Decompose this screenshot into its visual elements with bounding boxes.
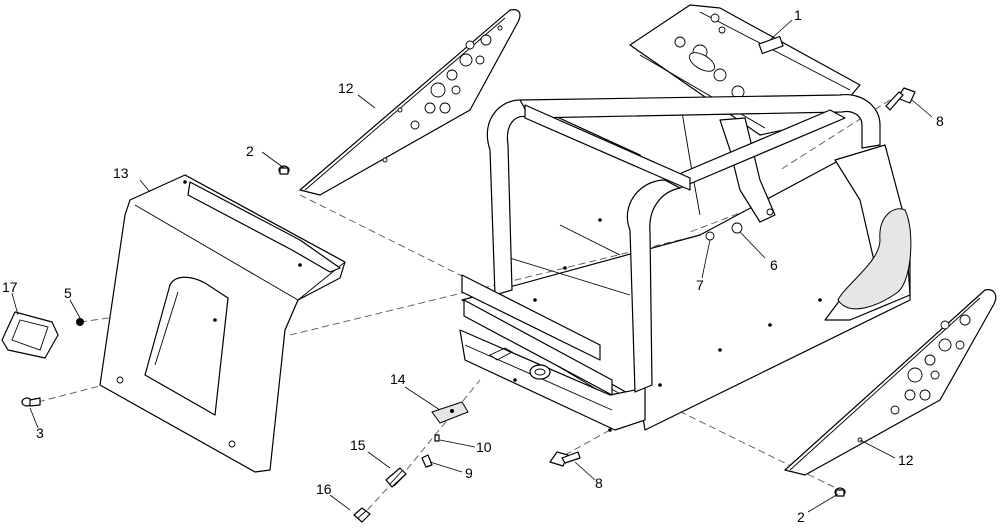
callout-5: 5: [64, 285, 72, 301]
callout-7: 7: [696, 277, 704, 293]
callout-6: 6: [770, 257, 778, 273]
callouts: 1 2 2 3 5 6 7 8 8 9 10 12 12 13 14 15 16…: [2, 7, 944, 525]
callout-12-lower: 12: [898, 452, 914, 468]
lower-side-plate: [784, 289, 997, 476]
callout-3: 3: [36, 425, 44, 441]
callout-8-lower: 8: [595, 475, 603, 491]
bolt-8-upper: [885, 87, 916, 111]
bolt-2-upper: [278, 165, 290, 175]
main-frame: [459, 4, 912, 432]
washer-7: [705, 231, 715, 241]
upper-side-plate: [299, 9, 521, 196]
callout-15: 15: [350, 437, 366, 453]
callout-2-upper: 2: [246, 143, 254, 159]
fitting-15: [385, 467, 407, 488]
callout-1: 1: [794, 7, 802, 23]
pin-10: [434, 434, 440, 442]
handle-cover: [1, 311, 59, 359]
screw-9: [421, 454, 433, 468]
bolt-3: [21, 397, 41, 407]
callout-13: 13: [113, 165, 129, 181]
nut-5: [76, 318, 84, 326]
bolt-8-lower: [549, 451, 581, 467]
callout-14: 14: [390, 371, 406, 387]
callout-16: 16: [316, 481, 332, 497]
callout-8-upper: 8: [936, 113, 944, 129]
nut-6: [731, 222, 743, 234]
callout-2-lower: 2: [797, 509, 805, 525]
callout-9: 9: [465, 465, 473, 481]
fitting-16: [353, 507, 371, 523]
latch-14: [431, 401, 469, 424]
callout-10: 10: [476, 439, 492, 455]
front-hood: [99, 174, 346, 473]
leader-lines: [11, 19, 933, 513]
callout-12-upper: 12: [338, 80, 354, 96]
callout-17: 17: [2, 279, 18, 295]
